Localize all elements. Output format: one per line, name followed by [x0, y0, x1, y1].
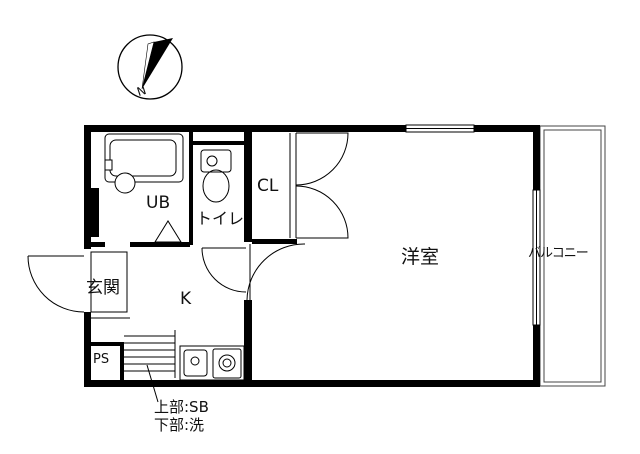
label-ub: UB	[146, 193, 171, 213]
label-western-room: 洋室	[401, 246, 440, 268]
label-ps: PS	[93, 352, 110, 367]
window-balcony	[532, 189, 541, 326]
label-toilet: トイレ	[196, 209, 245, 228]
leader-line	[146, 364, 159, 403]
unit-bath-fixtures	[104, 133, 184, 243]
label-closet: CL	[257, 176, 279, 196]
interior-walls	[87, 129, 297, 385]
entrance-door	[27, 255, 85, 313]
note-lower: 下部:洗	[154, 416, 205, 434]
toilet-fixture	[200, 149, 232, 203]
entrance-step	[90, 251, 130, 319]
closet-doors	[289, 132, 349, 239]
label-entrance: 玄関	[86, 278, 120, 298]
shelf-lines	[124, 330, 176, 378]
kitchen-counter	[179, 345, 245, 381]
compass	[117, 34, 183, 100]
window-north	[405, 124, 475, 133]
room-door	[201, 243, 306, 301]
label-balcony: バルコニー	[528, 246, 589, 261]
compass-needle	[142, 38, 173, 89]
label-kitchen: K	[180, 289, 192, 309]
note-upper: 上部:SB	[154, 398, 209, 416]
